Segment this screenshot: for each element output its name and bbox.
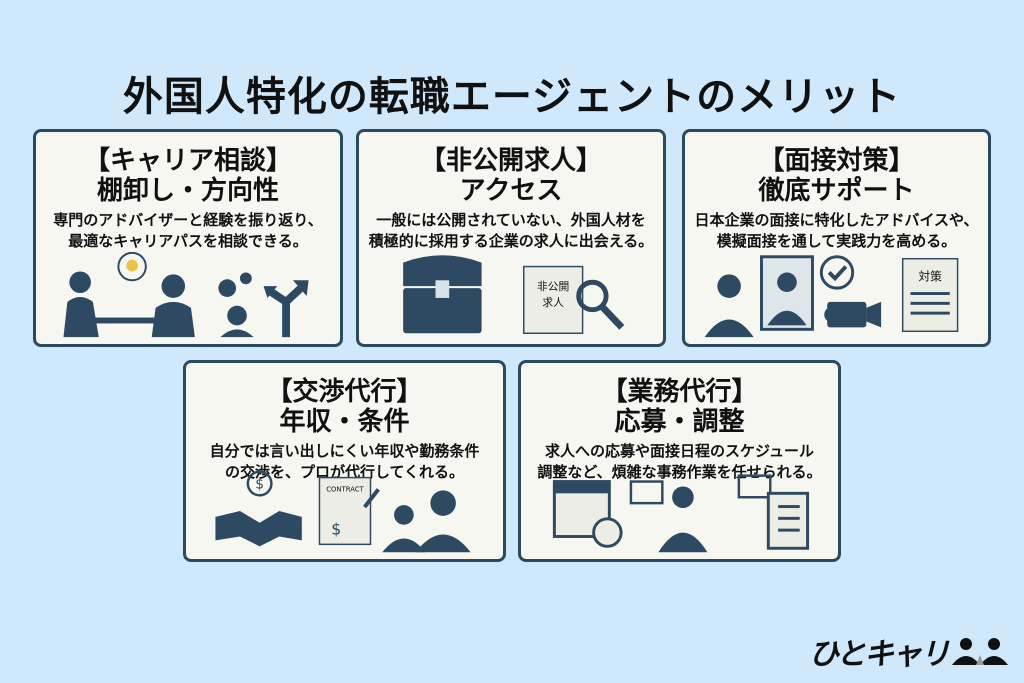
page-title: 外国人特化の転職エージェントのメリット [122,74,902,120]
treasure-chest-icon [403,255,482,334]
contract-icon: CONTRACT $ [318,476,380,546]
agent-icon [382,490,471,553]
private-jobs-illustration: 非公開 求人 [359,252,663,338]
card-subheading: 棚卸し・方向性 [96,176,279,206]
admin-illustration [521,467,838,553]
checklist-icon [766,491,810,550]
document-icon: 対策 [901,257,959,333]
svg-text:求人: 求人 [542,296,564,309]
card-heading: 【非公開求人】 [419,146,602,176]
card-subheading: 年収・条件 [279,407,410,437]
checkmark-bubble-icon [819,255,855,290]
video-camera-icon [824,301,882,328]
dollar-icon: $ [246,470,273,497]
card-interview-prep: 【面接対策】 徹底サポート 日本企業の面接に特化したアドバイスや、模擬面接を通し… [682,129,991,347]
svg-text:$: $ [255,476,264,492]
envelope-icon [629,474,772,505]
interview-icon [704,255,814,338]
negotiation-illustration: $ CONTRACT $ [186,467,503,553]
direction-arrows-icon [263,280,309,338]
svg-text:CONTRACT: CONTRACT [326,485,364,493]
interview-illustration: 対策 [685,252,988,338]
logo-text: ひとキャリ [808,637,950,672]
consultation-icon [63,271,195,338]
handshake-icon [215,510,302,547]
card-private-jobs: 【非公開求人】 アクセス 一般には公開されていない、外国人材を積極的に採用する企… [356,129,666,347]
card-heading: 【交渉代行】 [266,377,423,407]
card-description: 専門のアドバイザーと経験を振り返り、最適なキャリアパスを相談できる。 [53,211,323,250]
card-subheading: アクセス [459,176,563,206]
svg-text:対策: 対策 [918,269,942,283]
card-heading: 【キャリア相談】 [83,146,292,176]
brand-logo: ひとキャリ [809,629,1010,673]
magnifier-icon [576,279,625,330]
consultation-illustration [36,251,340,338]
card-description: 自分では言い出しにくい年収や勤務条件の交渉を、プロが代行してくれる。 [209,442,480,481]
clock-icon [592,517,623,548]
people-logo-icon [952,638,1008,665]
svg-text:非公開: 非公開 [537,280,569,293]
person-icon [658,486,708,553]
card-heading: 【業務代行】 [601,377,758,407]
svg-text:$: $ [331,520,341,539]
lightbulb-icon [117,251,147,282]
card-admin-support: 【業務代行】 応募・調整 求人への応募や面接日程のスケジュール調整など、煩雑な事… [518,360,841,562]
document-icon: 非公開 求人 [523,265,584,334]
card-description: 一般には公開されていない、外国人材を積極的に採用する企業の求人に出会える。 [368,211,654,250]
calendar-icon [552,480,611,538]
card-subheading: 応募・調整 [614,407,745,437]
gears-icon [218,272,254,338]
card-description: 日本企業の面接に特化したアドバイスや、模擬面接を通して実践力を高める。 [694,211,979,250]
card-subheading: 徹底サポート [758,176,915,206]
card-heading: 【面接対策】 [758,146,915,176]
card-negotiation: 【交渉代行】 年収・条件 自分では言い出しにくい年収や勤務条件の交渉を、プロが代… [183,360,506,562]
card-career-consultation: 【キャリア相談】 棚卸し・方向性 専門のアドバイザーと経験を振り返り、最適なキャ… [33,129,343,347]
